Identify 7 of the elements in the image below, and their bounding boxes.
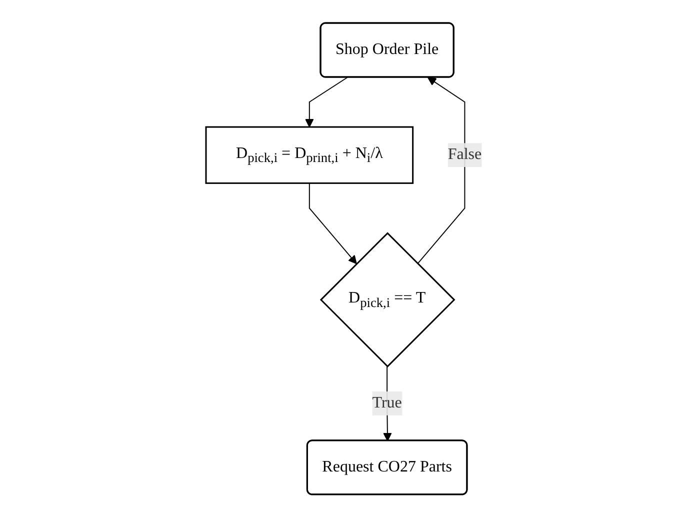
edge-label: False: [448, 146, 482, 163]
arrow: [304, 76, 348, 128]
edge-label: True: [372, 394, 402, 412]
node-diamond: D$_{pick,i}$ == T: [320, 232, 455, 368]
arrow: [416, 76, 465, 264]
node-box: D$_{pick,i}$ = D$_{print,i}$ + N$_{i}$/λ: [204, 126, 414, 184]
arrow: [308, 182, 357, 264]
